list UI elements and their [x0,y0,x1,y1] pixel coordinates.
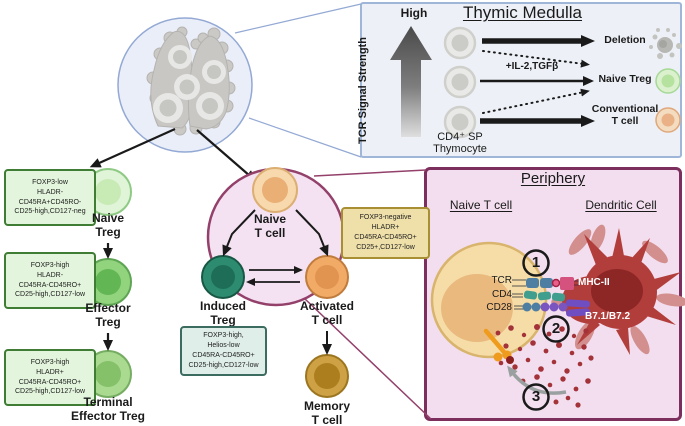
tcr-receptor [526,278,553,288]
conventional-t-cell-label: Conventional T cell [591,103,659,127]
terminal-effector-treg-label: Terminal Effector Treg [70,395,145,423]
mhc2-label: MHC-II [578,277,610,288]
b7-receptor [565,299,591,317]
terminal-effector-treg-marker-box: FOXP3-high HLADR+ CD45RA-CD45RO+ CD25-hi… [4,349,96,406]
cd28-label: CD28 [486,302,512,313]
medulla-conventional-cell [655,107,681,133]
thymus-output-arrows [89,127,257,182]
receptor-pairs [512,277,591,317]
deletion-label: Deletion [604,34,646,46]
activated-t-cell-label: Activated T cell [299,299,355,327]
medulla-naive-treg-label: Naive Treg [598,73,652,85]
il2-tgfb-label: +IL-2,TGFβ [505,61,559,72]
step-rings [522,249,570,411]
step-3-number: 3 [531,388,541,405]
cd28-receptor [522,302,568,312]
memory-t-cell-label: Memory T cell [303,399,350,426]
step-3-ring [522,383,550,411]
step-2-number: 2 [551,320,561,337]
naive-t-cell [252,167,298,213]
cytokine-uptake-arrow [507,365,567,395]
naive-treg-label: Naive Treg [91,211,125,239]
periphery-naive-t-cell [430,241,548,359]
b7-label: B7.1/B7.2 [585,311,631,322]
dendritic-cell [551,224,685,355]
thymic-medulla-title: Thymic Medulla [462,3,583,22]
periphery-naive-t-cell-header: Naive T cell [449,198,513,212]
effector-treg-label: Effector Treg [85,301,131,329]
apoptotic-cell-icon [649,28,682,59]
tcr-strength-arrow [390,26,432,137]
medulla-naive-treg-cell [655,68,681,94]
step-1-ring [522,249,550,277]
periphery-title: Periphery [520,170,586,187]
periphery-callout-lines [303,169,432,420]
antigen-peptide [551,278,561,288]
induced-treg-label: Induced Treg [199,299,246,327]
medulla-fate-arrows [480,35,595,127]
activated-t-cell-marker-box: FOXP3-negative HLADR+ CD45RA-CD45RO+ CD2… [341,207,430,259]
effector-treg-cell [84,258,132,306]
thymocyte-cells [443,26,477,139]
periphery-dendritic-cell-header: Dendritic Cell [585,198,657,212]
cd4-sp-thymocyte-label: CD4⁺ SP Thymocyte [433,131,487,156]
thymus-illustration [117,17,253,153]
thymus-callout-lines [234,3,362,158]
effector-treg-marker-box: FOXP3-high HLADR- CD45RA-CD45RO+ CD25-hi… [4,252,96,309]
tcr-signal-axis-label: TCR Signal Strength [357,37,369,145]
induced-treg-cell [201,255,245,299]
memory-t-cell [305,354,349,398]
tcr-label: TCR [491,275,512,286]
naive-t-cell-label: Naive T cell [253,212,287,240]
naive-treg-marker-box: FOXP3-low HLADR- CD45RA+CD45RO- CD25-hig… [4,169,96,226]
step-2-ring [542,315,570,343]
medulla-regions [153,45,226,123]
step-1-number: 1 [531,254,541,271]
cd4-receptor [523,290,566,302]
t-cell-pathway-arrows [222,209,332,355]
cd4-label: CD4 [491,289,512,300]
activated-t-cell [305,255,349,299]
mhc2-receptor [560,277,574,290]
cytokine-receptor [483,328,514,364]
tcr-high-label: High [400,6,428,20]
induced-treg-marker-box: FOXP3-high, Helios-low CD45RA-CD45RO+ CD… [180,326,267,376]
